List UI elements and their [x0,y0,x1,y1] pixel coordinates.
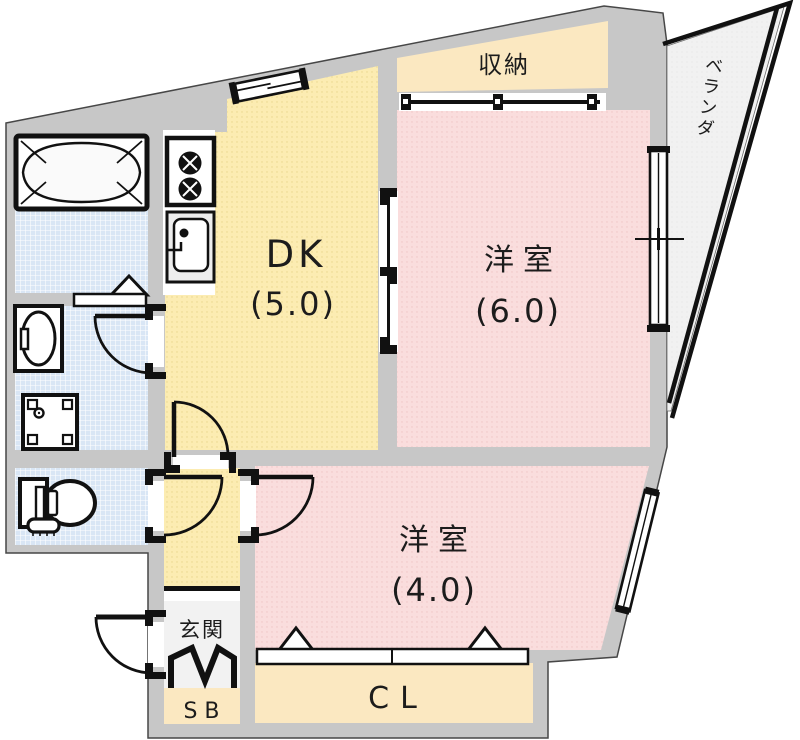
bathtub-icon [13,133,150,212]
labels: DK (5.0) 洋室 (6.0) 洋室 (4.0) 収納 玄関 SB CL ベ… [179,51,724,724]
washing-machine-pan-icon [21,393,79,451]
west4-label: 洋室 [399,523,477,558]
entrance-step-icon [168,643,237,690]
entrance-door-gap [148,622,164,667]
door-swing-icon [93,315,153,375]
washroom-door [93,313,153,375]
room-west4-floor [255,466,649,650]
storage-sliding-door-icon [401,94,600,110]
entrance-door [94,614,153,675]
dk-window [228,67,310,105]
west6-window [635,146,684,332]
toilet-icon [18,477,97,536]
kitchen-sink-icon [165,210,216,284]
shoebox-floor [164,688,240,724]
west4-door [254,474,315,537]
hallway-floor [164,468,240,588]
closet-floor [255,663,533,723]
door-swing-icon [254,476,315,537]
entrance-step-strip [164,591,240,601]
vanity-sink-icon [13,304,64,373]
room-dk-floor [165,66,378,450]
stove-burners-icon [164,135,217,208]
door-swing-icon [94,616,153,675]
balcony-rail-inner [666,7,780,404]
room-storage-floor [397,21,608,92]
sliding-door-icon [380,188,397,354]
west6-label: 洋室 [484,243,562,278]
west4-door-gap [240,481,256,531]
washroom-door-gap [148,316,164,367]
west6-area: (6.0) [475,292,561,330]
dk-door [171,400,230,457]
room-west6-floor [397,110,650,447]
door-swing-icon [173,400,230,457]
closet-doors [255,625,530,666]
entrance-label: 玄関 [179,618,225,642]
dk-area: (5.0) [250,285,336,323]
dk-label: DK [266,233,327,276]
balcony-rail-icon [662,0,794,419]
west4-area: (4.0) [391,571,477,609]
closet-label: CL [368,681,428,716]
veranda [662,0,794,419]
window-icon [228,81,239,105]
kitchen [163,130,217,295]
west4-window [614,486,661,615]
shoebox-label: SB [183,699,226,724]
toilet-door-gap [148,481,164,531]
storage-label: 収納 [478,51,530,79]
door-swing-icon [163,476,224,537]
dk-door-gap [173,455,228,469]
toilet-door [163,474,224,537]
folding-door-icon [72,273,151,308]
